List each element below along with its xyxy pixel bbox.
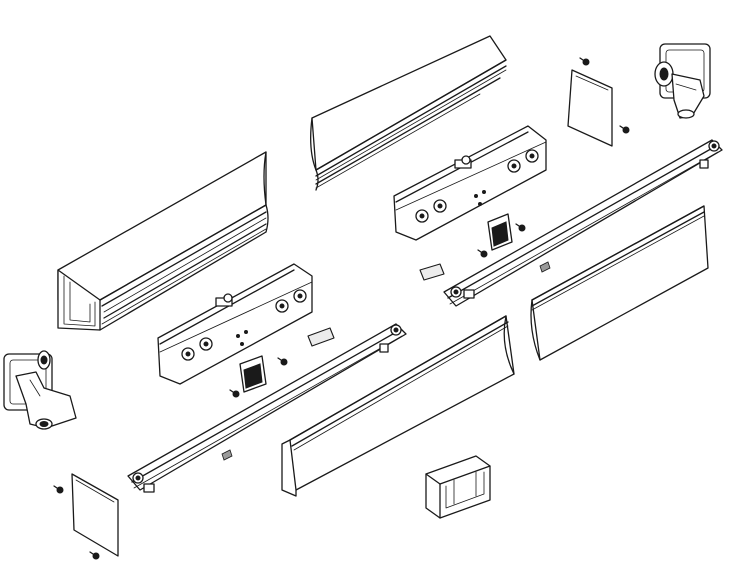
- damper-rail-right: [443, 139, 723, 307]
- wall-bracket-right: [654, 43, 711, 119]
- roller-carriage-right: [393, 125, 547, 241]
- screw-icon: [89, 551, 100, 560]
- screw-icon: [53, 485, 64, 494]
- end-cap-plate-right: [567, 57, 630, 147]
- stopper-left: [229, 327, 335, 398]
- screw-icon: [515, 223, 526, 232]
- roller-carriage-left: [157, 263, 313, 385]
- screw-icon: [229, 389, 240, 398]
- top-track-right: [310, 35, 507, 191]
- end-cap-plate-left: [53, 473, 119, 560]
- screw-icon: [477, 249, 488, 258]
- glass-clamp-left: [281, 315, 515, 497]
- screw-icon: [277, 357, 288, 366]
- screw-icon: [619, 125, 630, 134]
- floor-guide: [425, 455, 491, 519]
- stopper-right: [419, 213, 526, 281]
- damper-rail-left: [127, 323, 407, 493]
- wall-bracket-left: [3, 350, 77, 430]
- screw-icon: [579, 57, 590, 66]
- glass-clamp-right: [530, 205, 709, 361]
- top-track-left: [57, 151, 269, 331]
